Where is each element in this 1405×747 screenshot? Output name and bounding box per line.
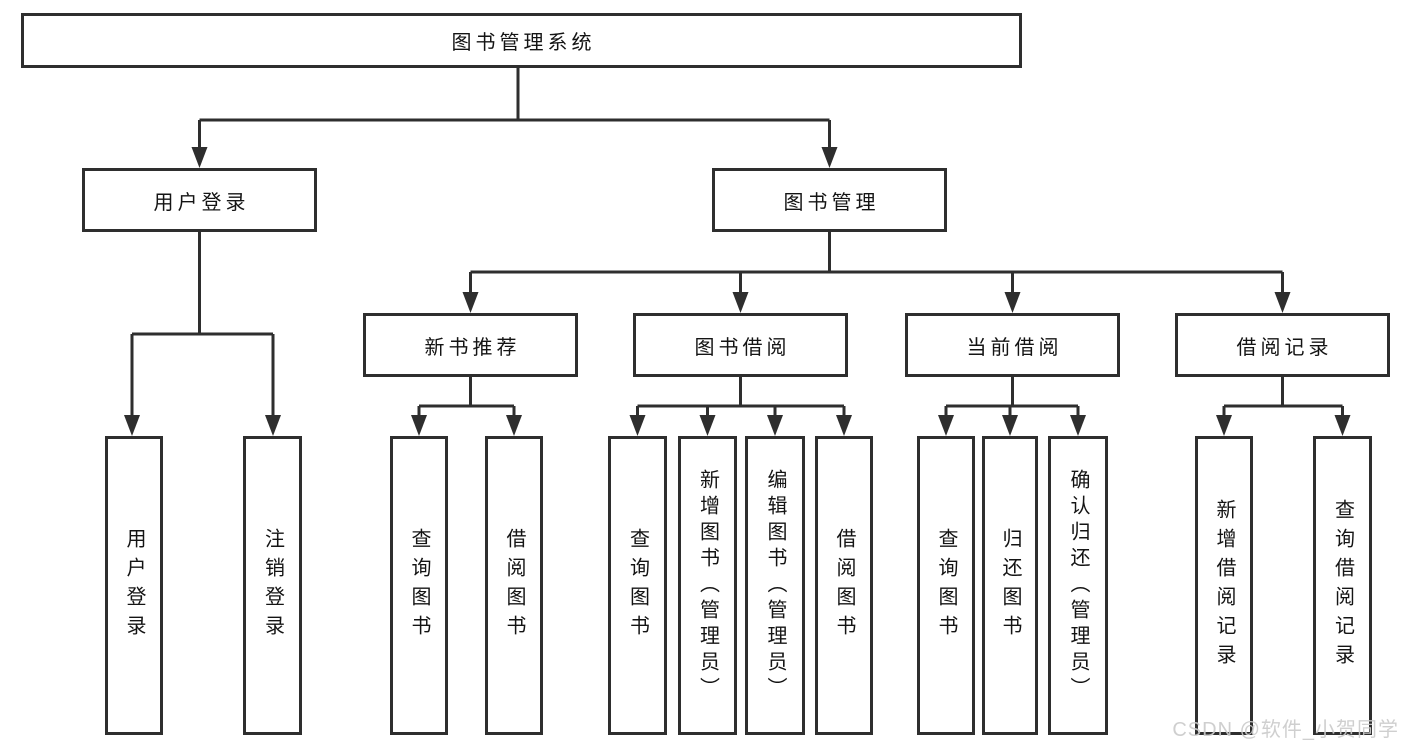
leaf-confirm-return-admin-label: 确认归还（管理员）	[1067, 468, 1089, 703]
leaf-return-book: 归还图书	[982, 436, 1038, 735]
node-borrow-records-label: 借阅记录	[1236, 336, 1333, 359]
watermark-text: CSDN @软件_小贺同学	[1172, 719, 1399, 741]
node-current-borrow: 当前借阅	[905, 313, 1120, 377]
node-current-borrow-label: 当前借阅	[966, 336, 1063, 359]
node-root-label: 图书管理系统	[451, 32, 596, 54]
leaf-return-book-label: 归还图书	[999, 527, 1021, 644]
leaf-add-book-admin: 新增图书（管理员）	[678, 436, 737, 735]
node-root: 图书管理系统	[21, 13, 1022, 68]
connector-root	[198, 68, 831, 150]
leaf-query-book-recommend: 查询图书	[390, 436, 448, 735]
leaf-user-login: 用户登录	[105, 436, 163, 735]
node-book-management-label: 图书管理	[783, 191, 880, 214]
node-new-book-recommend-label: 新书推荐	[424, 336, 521, 359]
connector-current-borrow	[944, 377, 1080, 418]
leaf-edit-book-admin: 编辑图书（管理员）	[745, 436, 805, 735]
leaf-add-borrow-record-label: 新增借阅记录	[1213, 498, 1235, 673]
node-borrow-records: 借阅记录	[1175, 313, 1390, 377]
leaf-add-book-admin-label: 新增图书（管理员）	[696, 468, 719, 703]
leaf-user-login-label: 用户登录	[123, 527, 145, 644]
node-user-login-label: 用户登录	[153, 191, 250, 214]
leaf-logout: 注销登录	[243, 436, 302, 735]
node-book-borrow-label: 图书借阅	[694, 336, 791, 359]
connector-book-borrow	[636, 377, 846, 418]
leaf-query-book-borrow: 查询图书	[608, 436, 667, 735]
leaf-borrow-book-recommend-label: 借阅图书	[503, 527, 525, 644]
leaf-query-borrow-record-label: 查询借阅记录	[1331, 498, 1354, 673]
leaf-query-book-current-label: 查询图书	[935, 527, 957, 644]
leaf-add-borrow-record: 新增借阅记录	[1195, 436, 1253, 735]
connector-user-login	[130, 232, 275, 418]
node-book-borrow: 图书借阅	[633, 313, 848, 377]
connector-book-management	[469, 232, 1284, 295]
leaf-logout-label: 注销登录	[261, 527, 284, 644]
node-book-management: 图书管理	[712, 168, 947, 232]
leaf-query-book-current: 查询图书	[917, 436, 975, 735]
leaf-query-borrow-record: 查询借阅记录	[1313, 436, 1372, 735]
leaf-borrow-book-label: 借阅图书	[833, 527, 855, 644]
leaf-borrow-book: 借阅图书	[815, 436, 873, 735]
node-new-book-recommend: 新书推荐	[363, 313, 578, 377]
node-user-login: 用户登录	[82, 168, 317, 232]
leaf-query-book-recommend-label: 查询图书	[408, 527, 430, 644]
leaf-query-book-borrow-label: 查询图书	[626, 527, 649, 644]
connector-new-book	[417, 377, 516, 418]
leaf-confirm-return-admin: 确认归还（管理员）	[1048, 436, 1108, 735]
leaf-borrow-book-recommend: 借阅图书	[485, 436, 543, 735]
connector-borrow-records	[1222, 377, 1344, 418]
leaf-edit-book-admin-label: 编辑图书（管理员）	[764, 468, 786, 703]
